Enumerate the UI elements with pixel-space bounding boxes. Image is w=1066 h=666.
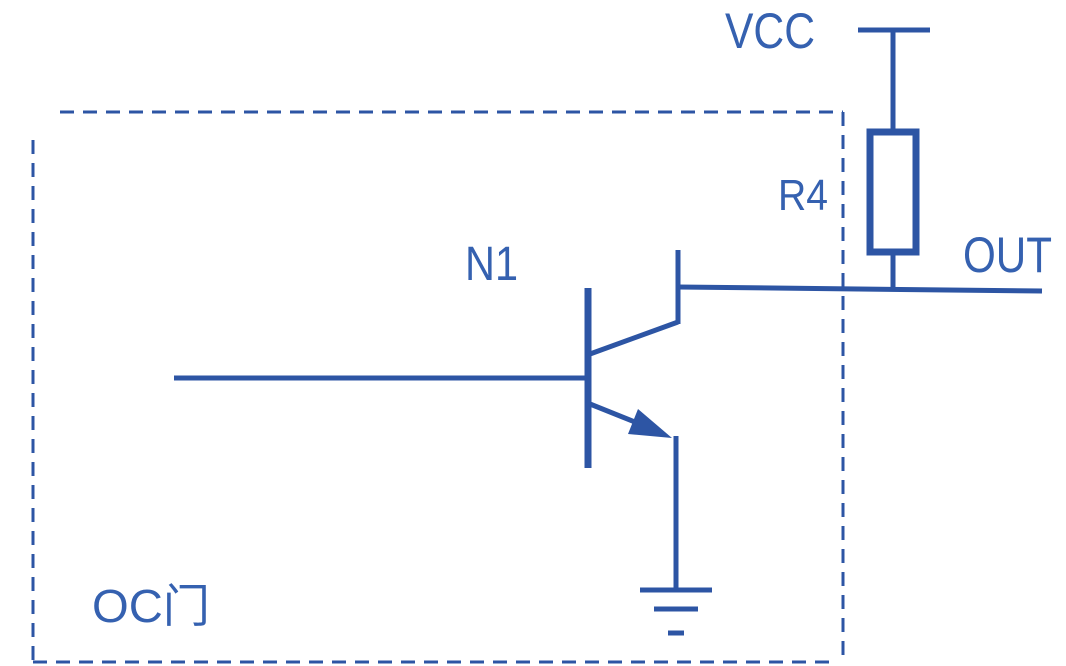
resistor-label: R4 [778, 171, 828, 220]
ground-symbol-icon [640, 587, 712, 636]
emitter-arrow-icon [628, 409, 672, 438]
vcc-supply: VCC [725, 3, 930, 132]
gate-label: OC门 [92, 580, 210, 632]
vcc-label: VCC [725, 3, 815, 59]
emitter-lead [589, 401, 641, 427]
oc-gate-boundary [31, 110, 845, 664]
collector-lead [589, 319, 679, 357]
output-node: OUT [677, 227, 1052, 294]
resistor-body [866, 128, 920, 256]
transistor-label: N1 [465, 238, 518, 291]
output-label: OUT [963, 227, 1052, 283]
output-wire [677, 284, 1043, 294]
npn-transistor: N1 [174, 238, 681, 590]
pull-up-resistor: R4 [778, 128, 920, 290]
